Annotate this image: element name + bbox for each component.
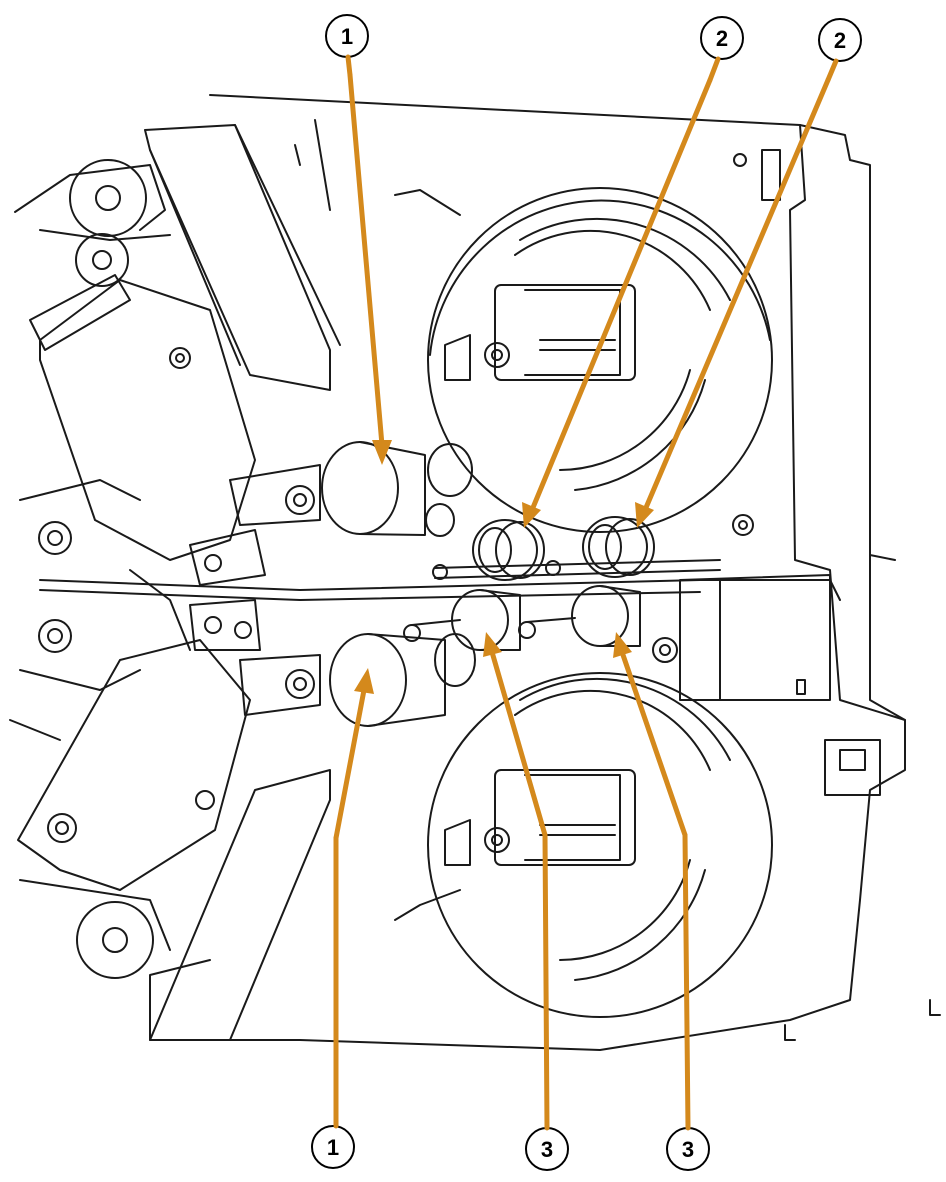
left-side-rollers bbox=[19, 479, 141, 691]
leader-connectors bbox=[333, 54, 839, 1131]
upper-head-block bbox=[39, 279, 256, 561]
callout-top-1: 1 bbox=[325, 14, 369, 58]
machine-drawing bbox=[9, 94, 941, 1051]
callout-bottom-3b: 3 bbox=[666, 1127, 710, 1171]
frame-plate bbox=[149, 94, 906, 1051]
lower-ribbon-spool bbox=[394, 672, 773, 1018]
callout-label: 1 bbox=[341, 24, 353, 49]
callout-bottom-3a: 3 bbox=[525, 1127, 569, 1171]
top-left-roller bbox=[14, 159, 171, 287]
callout-top-2b: 2 bbox=[818, 18, 862, 62]
bottom-left-roller bbox=[19, 879, 171, 979]
upper-ribbon-spool bbox=[394, 187, 773, 533]
callout-top-2a: 2 bbox=[700, 16, 744, 60]
callout-label: 3 bbox=[682, 1137, 694, 1162]
right-bracket bbox=[294, 119, 881, 796]
callout-label: 2 bbox=[716, 26, 728, 51]
upper-pressure-roller bbox=[229, 441, 473, 536]
callout-label: 1 bbox=[327, 1135, 339, 1160]
head-mounts bbox=[189, 529, 266, 651]
upper-drive-rollers bbox=[425, 503, 721, 581]
callout-bottom-1: 1 bbox=[311, 1125, 355, 1169]
lower-left-arm bbox=[149, 769, 331, 1041]
lower-head-block bbox=[17, 639, 251, 891]
lower-pressure-roller bbox=[239, 633, 476, 727]
callout-label: 3 bbox=[541, 1137, 553, 1162]
leader-lines bbox=[333, 72, 831, 841]
callout-label: 2 bbox=[834, 28, 846, 53]
